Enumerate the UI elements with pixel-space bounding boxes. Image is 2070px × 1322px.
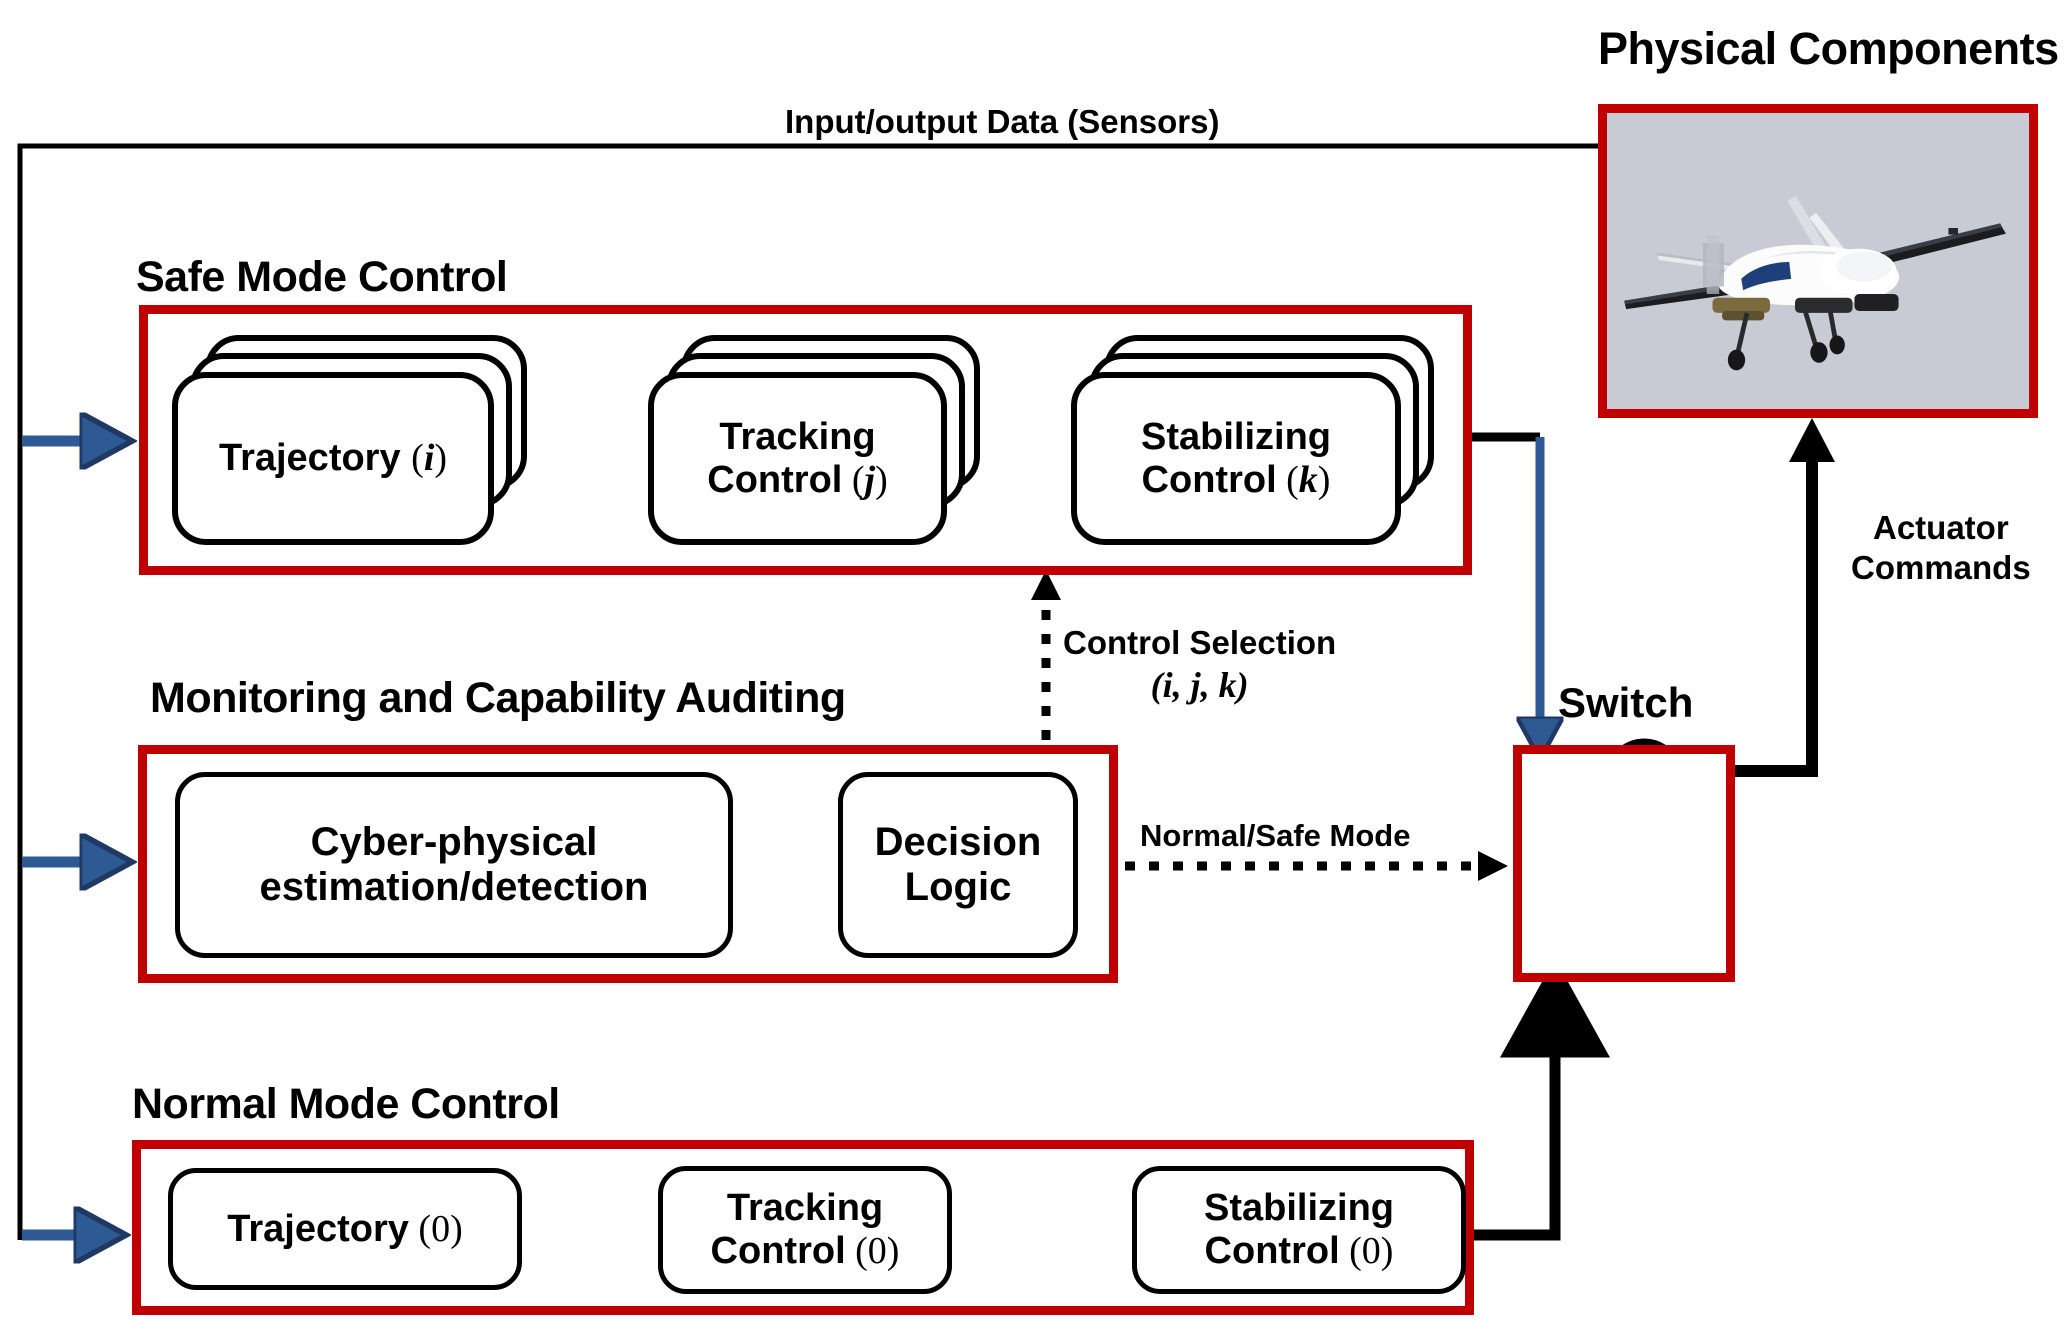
edge-control-selection: [1031, 570, 1061, 740]
panel-switch[interactable]: [1513, 745, 1735, 982]
box-normal-stabilizing-control[interactable]: Stabilizing Control (0): [1132, 1166, 1466, 1294]
box-line2: Control (0): [710, 1230, 900, 1272]
box-label-safe-trajectory: Trajectory (i): [218, 437, 448, 480]
box-safe-trajectory[interactable]: Trajectory (i): [172, 372, 494, 545]
actuator-line2: Commands: [1851, 548, 2031, 586]
box-line1: Decision: [874, 820, 1042, 865]
edge-label-actuator-commands: Actuator Commands: [1851, 508, 2031, 587]
panel-physical-components: [1598, 104, 2038, 418]
uav-drone-photo: [1607, 113, 2029, 409]
box-decision-logic[interactable]: Decision Logic: [838, 772, 1078, 958]
box-line2: Logic: [904, 865, 1012, 909]
section-title-physical-components: Physical Components: [1598, 23, 2059, 74]
actuator-line1: Actuator: [1873, 509, 2009, 546]
box-cyber-physical-estimation[interactable]: Cyber-physical estimation/detection: [175, 772, 733, 958]
control-selection-text: Control Selection: [1063, 624, 1337, 661]
section-title-normal-mode: Normal Mode Control: [132, 1080, 560, 1128]
box-line2: estimation/detection: [259, 865, 649, 909]
section-title-monitoring: Monitoring and Capability Auditing: [150, 674, 846, 722]
edge-sensor-feedback: [17, 143, 1598, 1240]
edge-mode-select: [1125, 851, 1508, 881]
edge-label-control-selection: Control Selection (i, j, k): [1063, 622, 1336, 708]
box-line2: Control (j): [707, 458, 888, 501]
box-line2: Control (0): [1204, 1230, 1394, 1272]
box-normal-trajectory[interactable]: Trajectory (0): [168, 1168, 522, 1290]
box-safe-tracking-control[interactable]: Tracking Control (j): [648, 372, 947, 545]
box-line1: Tracking: [726, 1187, 884, 1230]
edge-label-sensor-data: Input/output Data (Sensors): [785, 103, 1220, 140]
box-line2: Control (k): [1141, 458, 1331, 501]
edge-normal-output-to-switch: [1466, 958, 1610, 1241]
edge-actuator-commands: [1718, 418, 1835, 777]
box-label-normal-trajectory: Trajectory (0): [227, 1207, 463, 1250]
edge-label-normal-safe-mode: Normal/Safe Mode: [1140, 818, 1411, 853]
switch-label: Switch: [1558, 679, 1694, 726]
box-line1: Tracking: [719, 415, 876, 458]
box-safe-stabilizing-control[interactable]: Stabilizing Control (k): [1071, 372, 1401, 545]
edge-safe-output-to-switch: [1462, 432, 1540, 756]
box-line1: Stabilizing: [1141, 415, 1331, 458]
box-line1: Cyber-physical: [310, 820, 598, 865]
box-line1: Stabilizing: [1204, 1187, 1394, 1230]
section-title-safe-mode: Safe Mode Control: [136, 253, 508, 301]
control-selection-indices: (i, j, k): [1150, 665, 1249, 706]
box-normal-tracking-control[interactable]: Tracking Control (0): [658, 1166, 952, 1294]
